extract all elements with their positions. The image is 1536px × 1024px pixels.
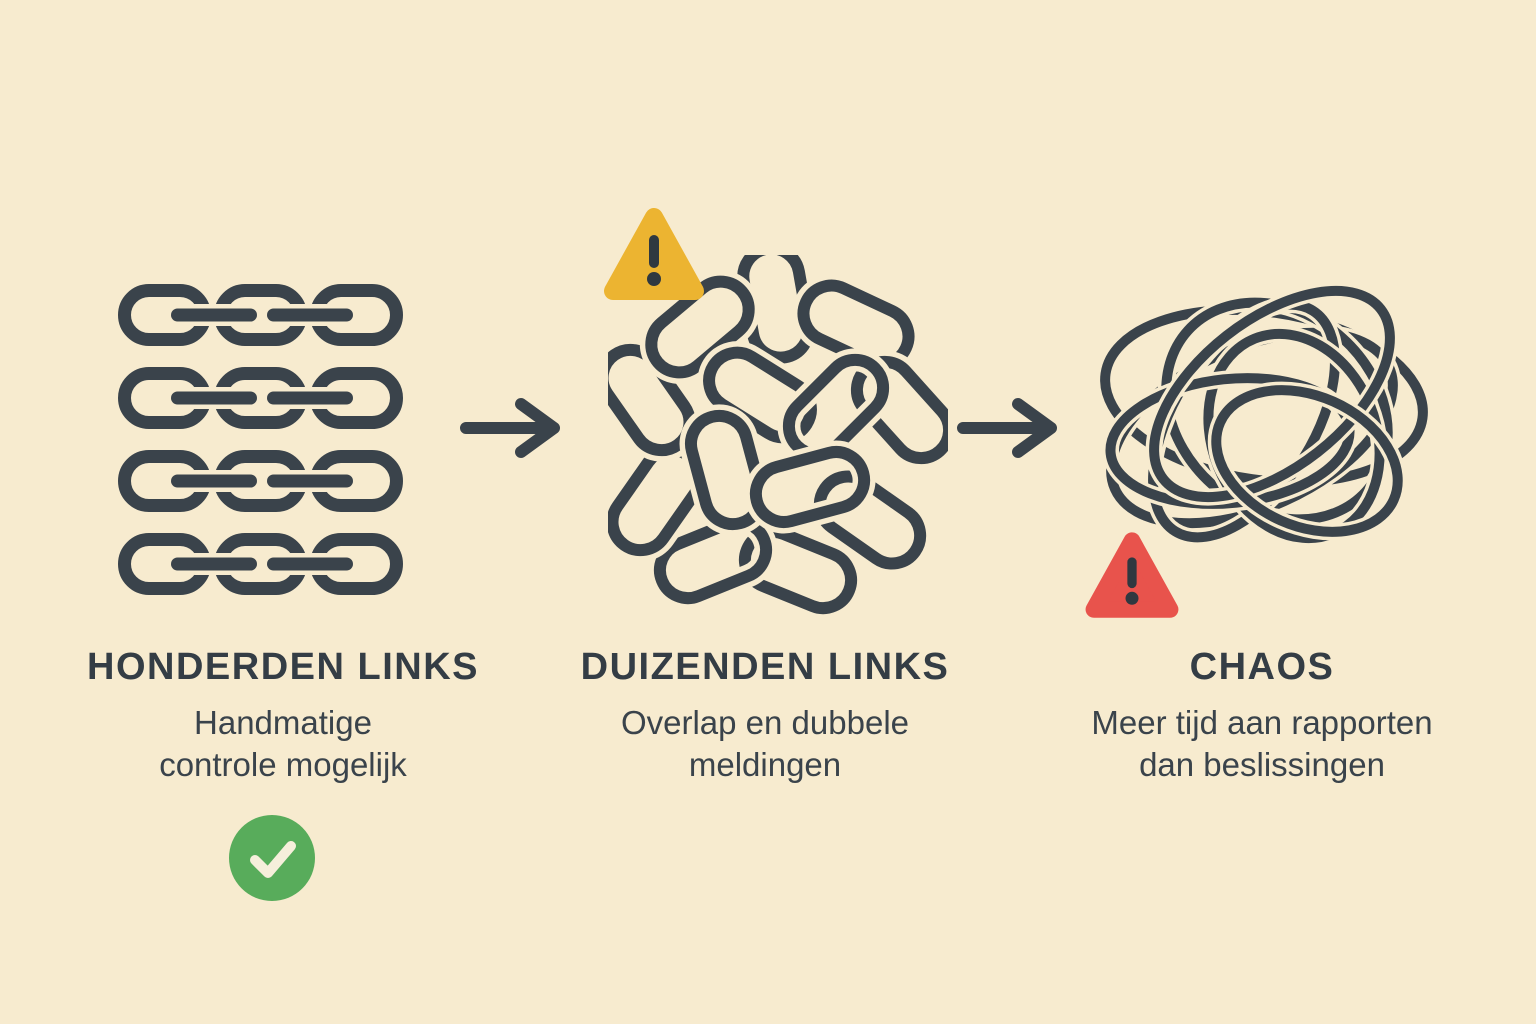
column-3-text: CHAOS Meer tijd aan rapporten dan beslis… [1022,644,1502,786]
danger-triangle-icon [1085,532,1179,618]
right-arrow-icon [957,398,1057,458]
column-3-subtitle-line-2: dan beslissingen [1139,746,1385,783]
column-1-subtitle-line-1: Handmatige [194,704,372,741]
column-2-subtitle-line-1: Overlap en dubbele [620,704,910,741]
right-arrow-icon [460,398,560,458]
column-3-subtitle-line-1: Meer tijd aan rapporten [1091,704,1433,741]
warning-triangle-icon [604,208,704,300]
column-1-subtitle-line-2: controle mogelijk [159,746,407,783]
column-2-text: DUIZENDEN LINKS Overlap en dubbele meldi… [525,644,1005,786]
column-2-subtitle-line-2: meldingen [688,746,842,783]
success-check-icon [229,815,315,901]
scribble-tangle-icon [1096,282,1432,547]
column-1-title: HONDERDEN LINKS [87,646,479,688]
column-3-title: CHAOS [1189,646,1335,688]
tangled-chains-icon [608,255,948,615]
column-2-title: DUIZENDEN LINKS [580,646,950,688]
ordered-chains-icon [113,283,403,596]
column-1-text: HONDERDEN LINKS Handmatige controle moge… [43,644,523,786]
